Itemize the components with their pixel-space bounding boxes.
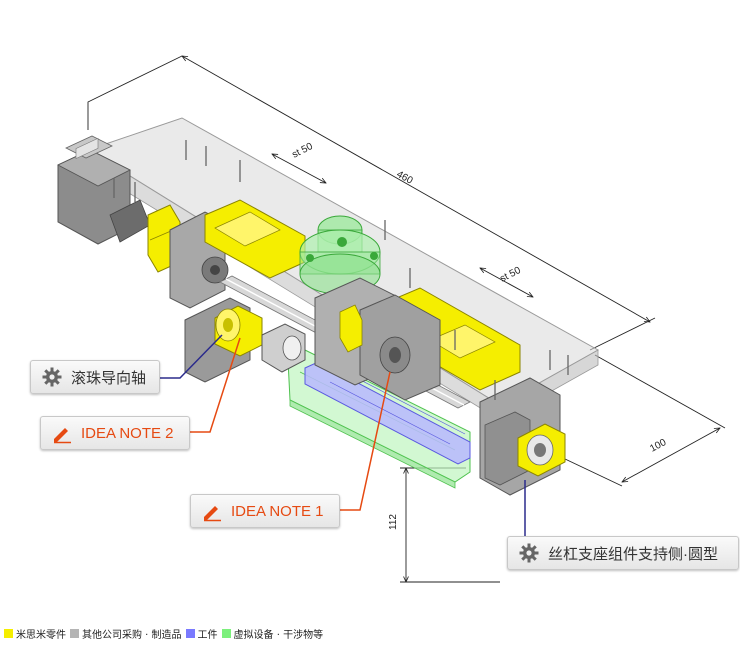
pencil-icon — [51, 422, 73, 444]
callout-idea-note-2[interactable]: IDEA NOTE 2 — [40, 416, 190, 450]
dimension-112-label: 112 — [388, 514, 399, 530]
legend-item-other-purchased: 其他公司采购 · 制造品 — [70, 626, 182, 641]
dimension-st50-top — [272, 154, 326, 183]
legend-label: 虚拟设备 · 干涉物等 — [233, 630, 324, 641]
misumi-screw-support-round — [517, 423, 566, 477]
legend-swatch — [221, 629, 231, 638]
callout-screw-support-label: 丝杠支座组件支持侧·圆型 — [548, 545, 718, 563]
leader-line-idea-note-1 — [340, 371, 391, 511]
callout-idea-note-1-label: IDEA NOTE 1 — [231, 502, 324, 520]
dimension-st50-right-label: st 50 — [498, 265, 523, 285]
legend-label: 工件 — [197, 630, 218, 641]
legend-item-virtual-equipment: 虚拟设备 · 干涉物等 — [221, 626, 324, 641]
other-coupling-middle — [261, 323, 306, 373]
callout-idea-note-2-label: IDEA NOTE 2 — [81, 424, 174, 442]
gear-icon — [41, 366, 63, 388]
bolts — [113, 140, 569, 400]
dimension-460-label: 460 — [395, 169, 415, 187]
gear-icon — [518, 542, 540, 564]
leader-line-ball-spline — [160, 334, 223, 379]
dimension-460 — [87, 56, 656, 351]
color-legend: 米思米零件 其他公司采购 · 制造品 工件 虚拟设备 · 干涉物等 — [4, 626, 327, 641]
callout-screw-support[interactable]: 丝杠支座组件支持侧·圆型 — [507, 536, 739, 570]
legend-item-misumi-parts: 米思米零件 — [4, 626, 66, 641]
dimension-st50-top-label: st 50 — [290, 141, 315, 161]
legend-label: 其他公司采购 · 制造品 — [82, 630, 182, 641]
callout-idea-note-1[interactable]: IDEA NOTE 1 — [190, 494, 340, 528]
pencil-icon — [201, 500, 223, 522]
legend-swatch — [185, 629, 195, 638]
dimension-100-label: 100 — [648, 437, 668, 455]
misumi-ball-spline-nut — [214, 305, 263, 357]
leader-line-idea-note-2 — [190, 337, 241, 433]
legend-item-workpiece: 工件 — [185, 626, 218, 641]
dimension-st50-right — [480, 268, 533, 297]
legend-swatch — [4, 629, 13, 638]
legend-swatch — [70, 629, 79, 638]
callout-ball-spline-label: 滚珠导向轴 — [71, 369, 147, 387]
legend-label: 米思米零件 — [16, 630, 66, 641]
stepper-motor — [57, 135, 151, 245]
callout-ball-spline[interactable]: 滚珠导向轴 — [30, 360, 160, 394]
center-carriage — [314, 277, 441, 401]
